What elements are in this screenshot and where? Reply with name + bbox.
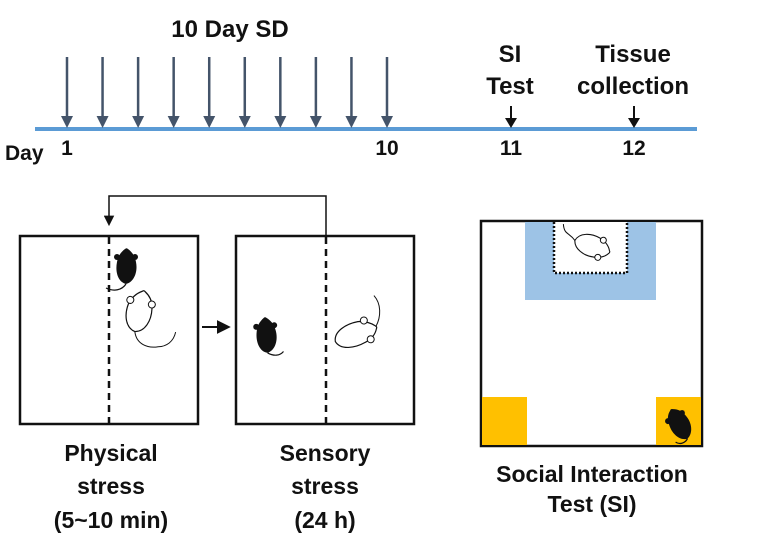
si-caption-line2: Test (SI) — [547, 491, 636, 517]
day-label-10: 10 — [375, 137, 398, 160]
corner-zone-left — [482, 397, 527, 445]
day-arrow-head-9 — [345, 116, 358, 128]
black-mouse-icon — [253, 317, 284, 356]
sensory-caption-line3: (24 h) — [294, 507, 355, 533]
sensory-stress-panel — [234, 234, 416, 426]
si-caption-line1: Social Interaction — [496, 461, 688, 487]
black-mouse-icon — [105, 248, 138, 291]
day-arrow-head-3 — [132, 116, 145, 128]
day-arrow-head-10 — [381, 116, 393, 128]
defeat-day-arrows — [61, 57, 393, 128]
white-mouse-icon — [334, 295, 381, 349]
si-caption: Social Interaction Test (SI) — [496, 461, 688, 517]
tissue-collection-event: Tissue collection — [577, 41, 689, 128]
si-test-arrow-head — [505, 118, 517, 128]
day-arrow-head-8 — [309, 116, 322, 128]
physical-caption-line1: Physical — [64, 440, 157, 466]
daily-cycle-arrow — [103, 195, 327, 236]
day-label-12: 12 — [622, 137, 645, 160]
white-mouse-icon — [562, 224, 611, 261]
day-label-11: 11 — [500, 137, 523, 160]
sensory-caption: Sensory stress (24 h) — [280, 440, 371, 533]
tissue-label-line2: collection — [577, 73, 689, 100]
social-interaction-panel — [479, 219, 704, 448]
day-arrow-head-7 — [274, 116, 287, 128]
physical-caption: Physical stress (5~10 min) — [54, 440, 168, 533]
tissue-label-line1: Tissue — [595, 41, 671, 68]
day-arrow-head-1 — [61, 116, 73, 128]
day-arrow-head-2 — [96, 116, 109, 128]
physical-stress-panel — [18, 234, 200, 426]
timeline-title: 10 Day SD — [171, 16, 288, 43]
si-test-label-line1: SI — [499, 41, 522, 68]
day-arrow-head-5 — [203, 116, 216, 128]
day-arrow-head-6 — [238, 116, 251, 128]
day-label-1: 1 — [61, 137, 73, 160]
tissue-arrow-head — [628, 118, 640, 128]
white-mouse-icon — [125, 290, 177, 348]
physical-caption-line2: stress — [77, 473, 145, 499]
si-test-label-line2: Test — [486, 73, 534, 100]
timeline: 10 Day SD SI Test Tissue collection Day … — [5, 16, 697, 165]
black-mouse-icon — [665, 409, 692, 445]
enclosure-mesh — [552, 222, 629, 275]
day-prefix: Day — [5, 142, 44, 165]
day-arrow-head-4 — [167, 116, 180, 128]
sensory-caption-line2: stress — [291, 473, 359, 499]
si-test-event: SI Test — [486, 41, 534, 128]
physical-caption-line3: (5~10 min) — [54, 507, 168, 533]
sensory-caption-line1: Sensory — [280, 440, 371, 466]
